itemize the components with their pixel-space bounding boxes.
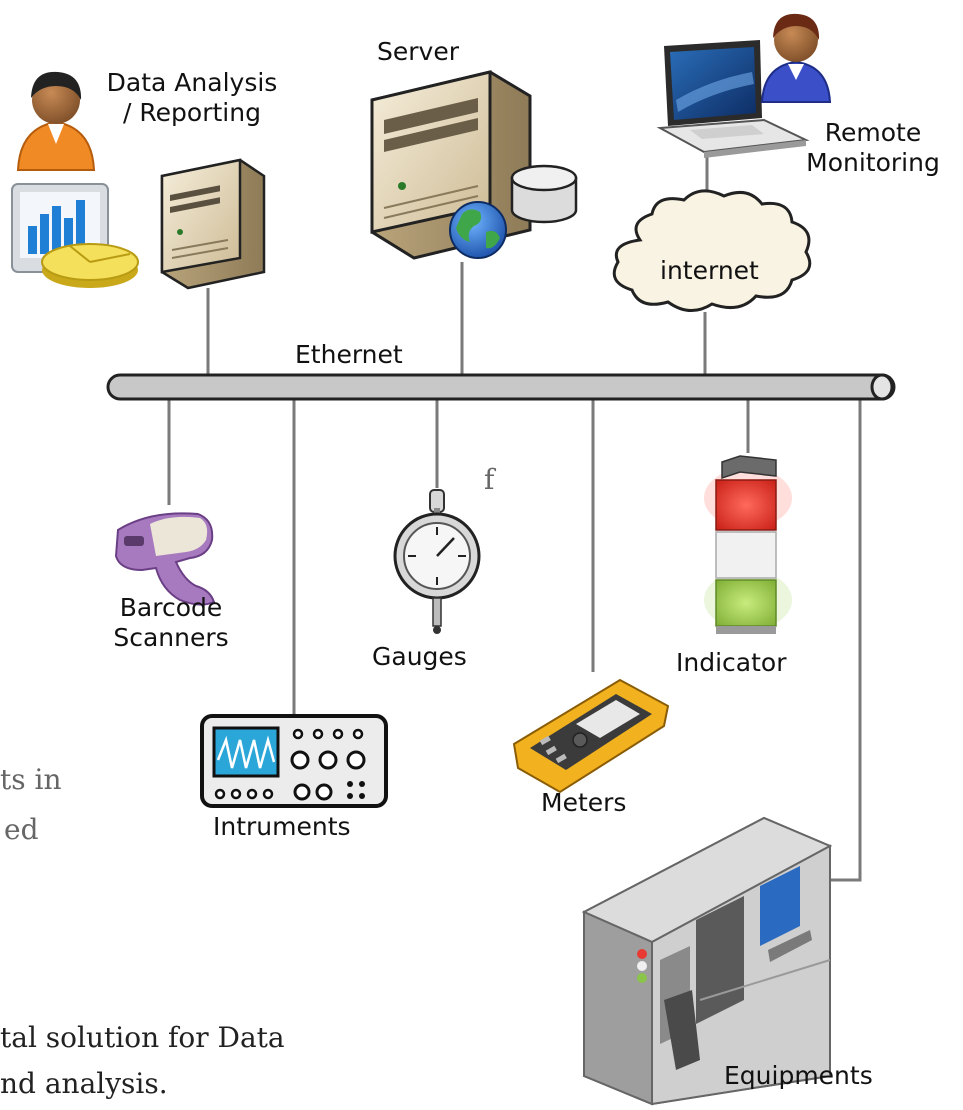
label-gauges: Gauges [372, 642, 467, 671]
label-internet: internet [660, 256, 759, 285]
background-text-5: nd analysis. [0, 1067, 168, 1100]
chart-icon [11, 183, 139, 288]
cloud-icon [612, 189, 812, 312]
label-instruments: Intruments [213, 812, 351, 841]
label-meters: Meters [541, 788, 627, 817]
background-text-3: ed [4, 813, 39, 846]
dial-gauge-icon [393, 489, 481, 634]
label-barcode-scanners: Barcode Scanners [113, 593, 229, 652]
oscilloscope-icon [200, 714, 388, 808]
background-text-4: tal solution for Data [0, 1021, 285, 1054]
barcode-scanner-icon [114, 512, 216, 606]
ethernet-bus [106, 373, 896, 401]
connector-equipment [810, 400, 862, 882]
label-remote-monitoring: Remote Monitoring [806, 118, 940, 177]
analyst-user-icon [16, 71, 96, 171]
laptop-icon [656, 40, 810, 158]
machine-icon [581, 816, 833, 1106]
handheld-meter-icon [512, 678, 670, 794]
label-indicator: Indicator [676, 648, 787, 677]
analysis-server-tower-icon [160, 158, 266, 290]
label-equipments: Equipments [724, 1061, 873, 1090]
globe-icon [449, 201, 507, 259]
background-text-2: ts in [0, 763, 62, 796]
remote-user-icon [760, 13, 832, 103]
label-ethernet: Ethernet [295, 340, 403, 369]
label-server: Server [377, 37, 459, 66]
database-icon [510, 164, 578, 224]
background-text-1: f [484, 463, 495, 496]
label-data-analysis: Data Analysis / Reporting [106, 68, 278, 127]
signal-tower-icon [704, 455, 792, 634]
